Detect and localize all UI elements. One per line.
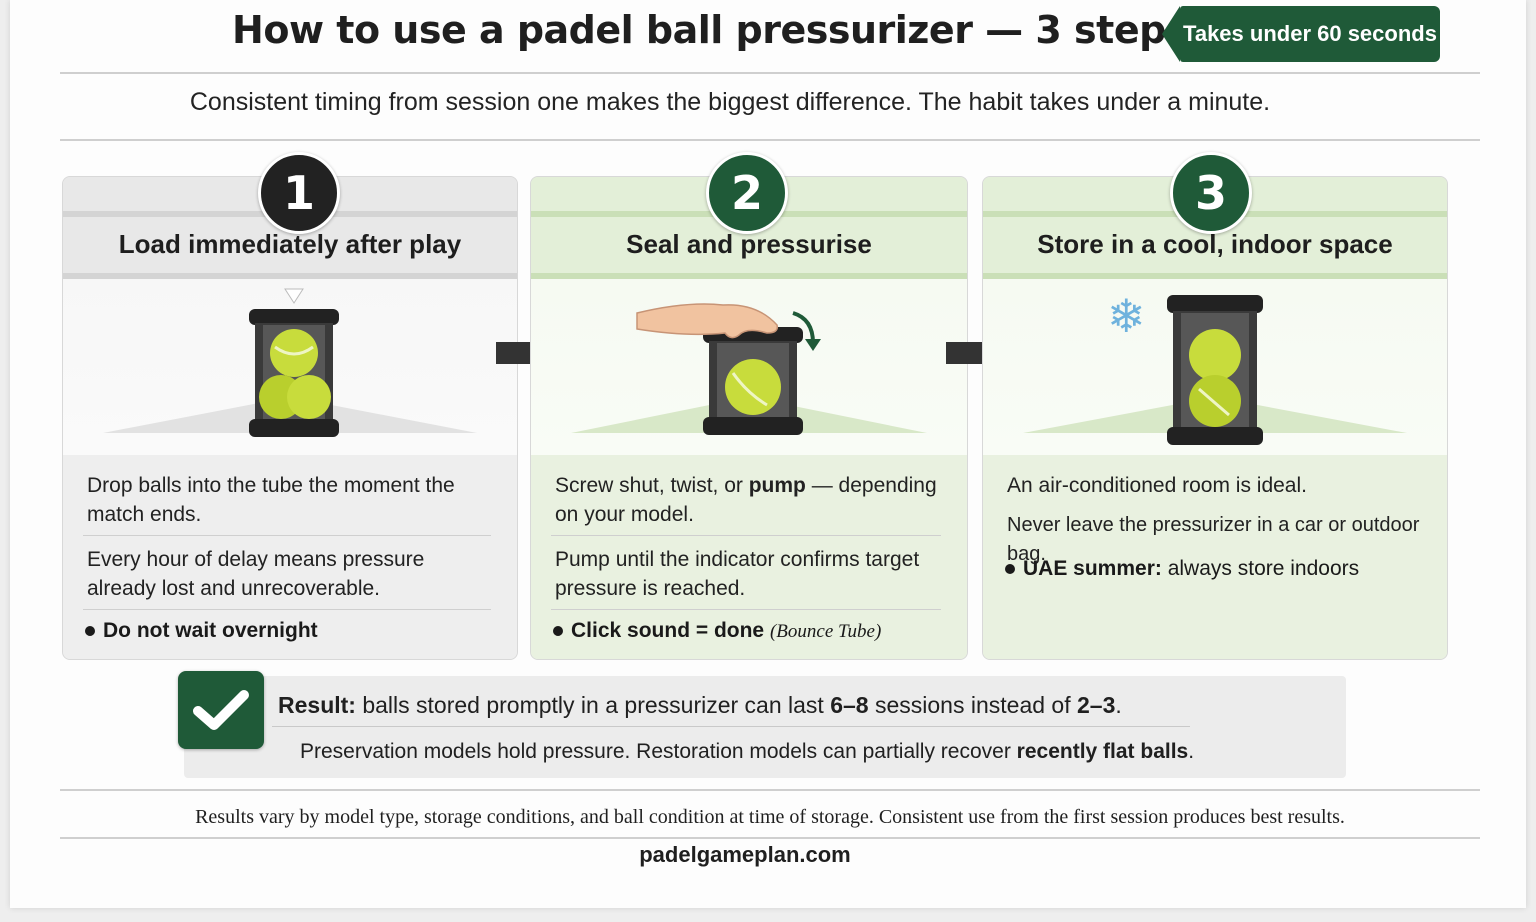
step-3-bullet: UAE summer: always store indoors [1005,557,1427,581]
step-2-illustration [531,279,967,455]
subtitle-divider [60,139,1480,141]
pressurizer-tube-icon [249,288,339,437]
checkmark-icon [178,671,264,749]
step-card-1: Load immediately after play Drop balls i… [62,176,518,660]
step-3-number: 3 [1170,152,1252,234]
pressurizer-tube-icon [1167,295,1263,445]
step-1-bullet: Do not wait overnight [85,619,497,643]
step-1-title: Load immediately after play [118,229,462,259]
step-1-para-2: Every hour of delay means pressure alrea… [87,548,425,600]
footer-divider-top [60,789,1480,791]
page-title: How to use a padel ball pressurizer — 3 … [232,8,1188,52]
step-1-number: 1 [258,152,340,234]
subtitle: Consistent timing from session one makes… [189,88,1271,116]
snowflake-icon: ❄ [1107,289,1146,343]
result-box [184,676,1346,778]
result-line-1: Result: balls stored promptly in a press… [278,692,1122,718]
step-3-para-2: Never leave the pressurizer in a car or … [1007,514,1420,565]
step-2-bullet: Click sound = done (Bounce Tube) [553,619,947,643]
footnote: Results vary by model type, storage cond… [195,806,1345,828]
step-3-para-1: An air-conditioned room is ideal. [1007,474,1307,497]
step-card-3: Store in a cool, indoor space ❄ An air-c… [982,176,1448,660]
step-1-body: Drop balls into the tube the moment the … [63,455,517,659]
result-line-2: Preservation models hold pressure. Resto… [300,740,1195,763]
step-2-title: Seal and pressurise [626,229,872,259]
hand-icon [636,303,779,339]
step-3-title: Store in a cool, indoor space [1037,229,1393,259]
step-card-2: Seal and pressurise Screw shut, twist, o… [530,176,968,660]
step-2-body: Screw shut, twist, or pump — depending o… [531,455,967,659]
step-1-para-1: Drop balls into the tube the moment the … [87,474,455,526]
title-divider [60,72,1480,74]
step-2-para-1: Screw shut, twist, or pump — depending o… [555,474,937,526]
step-3-body: An air-conditioned room is ideal. Never … [983,455,1447,659]
infographic-page: How to use a padel ball pressurizer — 3 … [10,0,1526,908]
step-1-illustration [63,279,517,455]
step-2-art [636,303,821,435]
down-arrow-icon [284,288,304,304]
step-2-para-2: Pump until the indicator confirms target… [555,548,920,600]
step-3-illustration: ❄ [983,279,1447,455]
footer-divider-bottom [60,837,1480,839]
time-badge: Takes under 60 seconds [1180,6,1440,62]
step-2-number: 2 [706,152,788,234]
badge-notch [1162,6,1180,62]
website-link[interactable]: padelgameplan.com [639,842,851,867]
